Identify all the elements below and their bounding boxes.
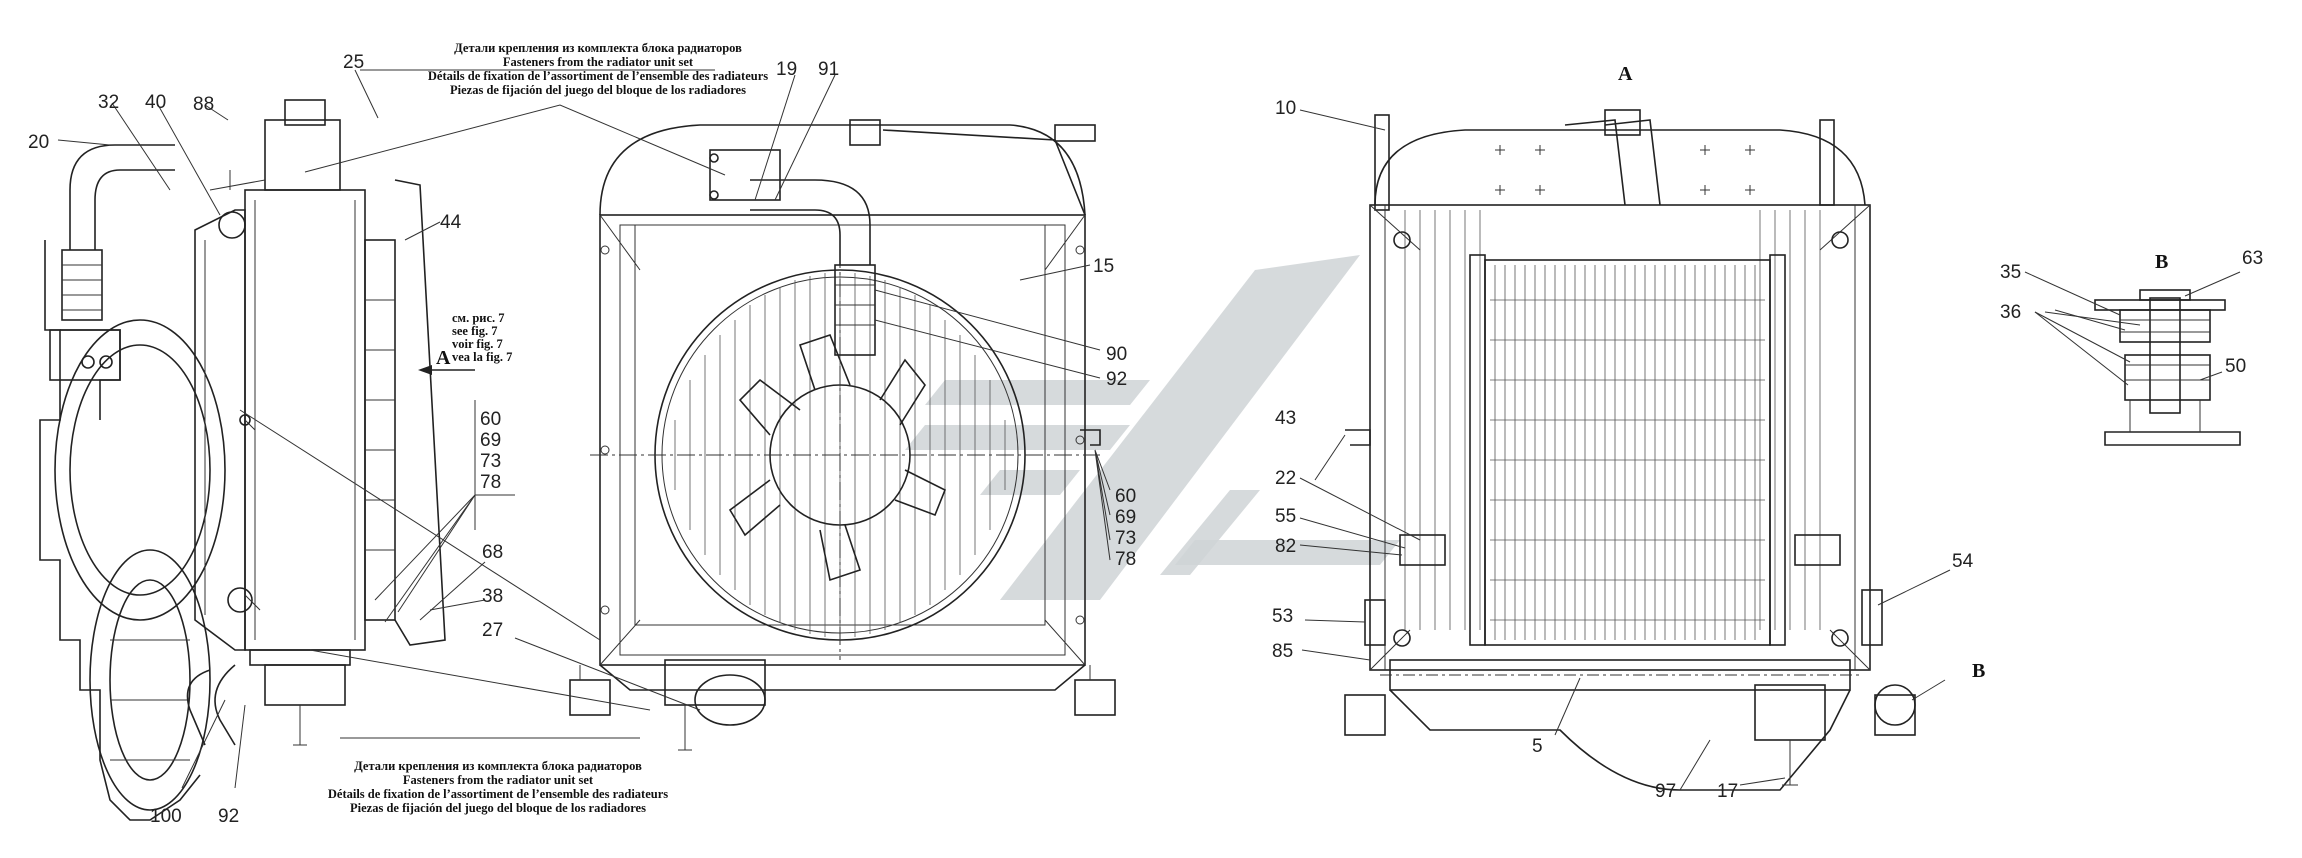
core-fins bbox=[1490, 265, 1765, 640]
label-60: 60 bbox=[480, 409, 501, 430]
label-43: 43 bbox=[1275, 408, 1296, 429]
view-b-marker: B bbox=[1972, 660, 1985, 682]
label-73-front: 73 bbox=[1115, 528, 1136, 549]
label-10: 10 bbox=[1275, 98, 1296, 119]
label-50: 50 bbox=[2225, 356, 2246, 377]
see-fig-ru: см. рис. 7 bbox=[452, 311, 505, 325]
label-90: 90 bbox=[1106, 344, 1127, 365]
label-63: 63 bbox=[2242, 248, 2263, 269]
label-92-front: 92 bbox=[1106, 369, 1127, 390]
view-a bbox=[1344, 109, 1916, 791]
label-32: 32 bbox=[98, 92, 119, 113]
label-44: 44 bbox=[440, 212, 462, 233]
front-view-labels: 19 91 15 90 92 60 69 73 78 bbox=[776, 59, 1136, 570]
label-92-side: 92 bbox=[218, 806, 239, 827]
arrow-a-label: A bbox=[436, 347, 451, 369]
see-fig-es: vea la fig. 7 bbox=[452, 350, 512, 364]
label-5: 5 bbox=[1532, 736, 1543, 757]
label-78-front: 78 bbox=[1115, 549, 1136, 570]
note-top: Детали крепления из комплекта блока ради… bbox=[428, 41, 768, 97]
note-top-en: Fasteners from the radiator unit set bbox=[503, 55, 694, 69]
note-bottom: Детали крепления из комплекта блока ради… bbox=[328, 759, 668, 815]
side-view-labels: 20 32 40 88 25 44 60 69 73 78 68 38 27 1… bbox=[28, 52, 503, 827]
label-82: 82 bbox=[1275, 536, 1296, 557]
see-fig-fr: voir fig. 7 bbox=[452, 337, 503, 351]
label-54: 54 bbox=[1952, 551, 1974, 572]
leader-lines bbox=[57, 69, 2241, 791]
label-69-front: 69 bbox=[1115, 507, 1136, 528]
note-bottom-fr: Détails de fixation de l’assortiment de … bbox=[328, 787, 668, 801]
label-20: 20 bbox=[28, 132, 49, 153]
detail-b bbox=[2094, 289, 2241, 446]
label-97: 97 bbox=[1655, 781, 1676, 802]
label-100: 100 bbox=[150, 806, 182, 827]
label-40: 40 bbox=[145, 92, 166, 113]
note-see-fig: см. рис. 7 see fig. 7 voir fig. 7 vea la… bbox=[452, 311, 512, 364]
label-38: 38 bbox=[482, 586, 503, 607]
detail-b-labels: 35 63 36 50 bbox=[2000, 248, 2263, 377]
front-view bbox=[569, 119, 1116, 751]
note-bottom-es: Piezas de fijación del juego del bloque … bbox=[350, 801, 646, 815]
label-88: 88 bbox=[193, 94, 214, 115]
note-top-ru: Детали крепления из комплекта блока ради… bbox=[454, 41, 742, 55]
see-fig-en: see fig. 7 bbox=[452, 324, 497, 338]
label-22: 22 bbox=[1275, 468, 1296, 489]
label-25: 25 bbox=[343, 52, 364, 73]
detail-b-title: B bbox=[2155, 251, 2168, 273]
label-17: 17 bbox=[1717, 781, 1738, 802]
note-bottom-ru: Детали крепления из комплекта блока ради… bbox=[354, 759, 642, 773]
view-a-labels: 10 43 22 55 82 53 85 54 5 97 17 bbox=[1272, 98, 1974, 802]
note-top-es: Piezas de fijación del juego del bloque … bbox=[450, 83, 746, 97]
label-53: 53 bbox=[1272, 606, 1293, 627]
side-view bbox=[39, 99, 446, 821]
watermark-logo bbox=[905, 255, 1400, 600]
label-60-front: 60 bbox=[1115, 486, 1136, 507]
note-bottom-en: Fasteners from the radiator unit set bbox=[403, 773, 594, 787]
label-73: 73 bbox=[480, 451, 501, 472]
view-a-title: A bbox=[1618, 63, 1633, 85]
label-27: 27 bbox=[482, 620, 503, 641]
label-15: 15 bbox=[1093, 256, 1114, 277]
label-55: 55 bbox=[1275, 506, 1296, 527]
label-36: 36 bbox=[2000, 302, 2021, 323]
label-35: 35 bbox=[2000, 262, 2021, 283]
label-91: 91 bbox=[818, 59, 839, 80]
label-78: 78 bbox=[480, 472, 501, 493]
label-19: 19 bbox=[776, 59, 797, 80]
label-68: 68 bbox=[482, 542, 503, 563]
note-top-fr: Détails de fixation de l’assortiment de … bbox=[428, 69, 768, 83]
label-69: 69 bbox=[480, 430, 501, 451]
label-85: 85 bbox=[1272, 641, 1293, 662]
